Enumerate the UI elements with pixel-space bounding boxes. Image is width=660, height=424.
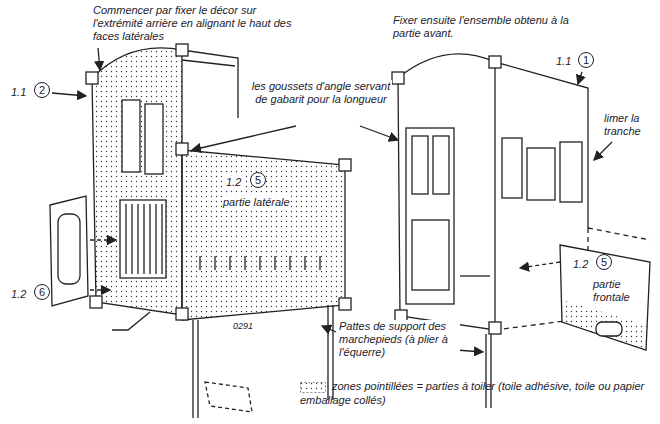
callout-number: 5 — [596, 254, 612, 270]
part-name: partie frontale — [592, 278, 646, 304]
part-name: partie latérale — [222, 196, 291, 209]
callout-number: 5 — [250, 172, 266, 188]
part-number: 1.2 — [225, 176, 242, 189]
part-number: 1.1 — [555, 55, 572, 68]
instruction-note: Fixer ensuite l'ensemble obtenu à la par… — [392, 14, 599, 40]
callout-number: 1 — [578, 52, 594, 68]
instruction-note: Commencer par fixer le décor sur l'extré… — [92, 4, 299, 43]
note: les goussets d'angle servant de gabarit … — [250, 80, 392, 106]
part-number: 1.1 — [10, 86, 27, 99]
reference-number: 0291 — [232, 320, 254, 333]
dotted-swatch — [300, 382, 326, 393]
legend-entry: zones pointillées = parties à toiler (to… — [300, 379, 645, 407]
legend-text: zones pointillées = parties à toiler (to… — [300, 380, 644, 406]
part-number: 1.2 — [10, 288, 27, 301]
callout-number: 6 — [34, 284, 50, 300]
note: Pattes de support des marchepieds (à pli… — [338, 320, 460, 359]
callout-number: 2 — [34, 82, 50, 98]
part-number: 1.2 — [572, 258, 589, 271]
note: limer la tranche — [603, 112, 655, 138]
